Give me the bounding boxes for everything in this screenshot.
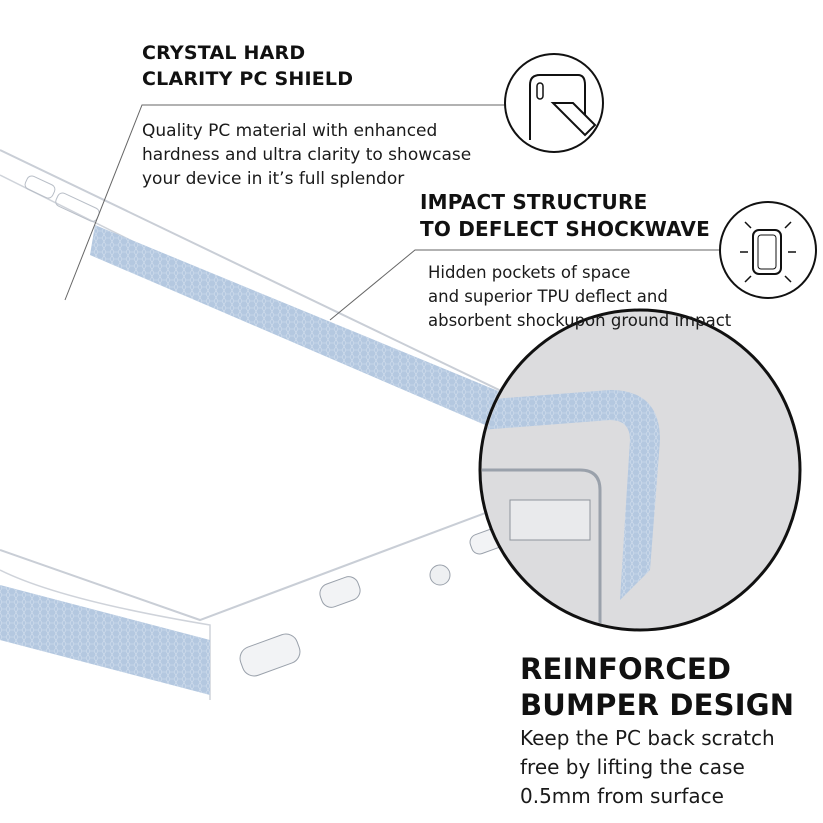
magnified-corner: [478, 308, 802, 632]
title-line: REINFORCED: [520, 652, 732, 686]
phone-touch-icon: [504, 53, 604, 153]
body-line: Hidden pockets of space: [428, 263, 631, 282]
body-line: and superior TPU deflect and: [428, 287, 668, 306]
title-line: TO DEFLECT SHOCKWAVE: [420, 217, 710, 241]
body-line: Keep the PC back scratch: [520, 726, 775, 750]
feature-body-impact-structure: Hidden pockets of space and superior TPU…: [428, 261, 731, 333]
body-line: free by lifting the case: [520, 755, 745, 779]
body-line: Quality PC material with enhanced: [142, 121, 438, 141]
body-line: your device in it’s full splendor: [142, 169, 405, 189]
title-line: IMPACT STRUCTURE: [420, 190, 648, 214]
body-line: 0.5mm from surface: [520, 784, 724, 808]
body-line: hardness and ultra clarity to showcase: [142, 145, 472, 165]
title-line: CRYSTAL HARD: [142, 42, 306, 64]
feature-title-crystal-hard: CRYSTAL HARD CLARITY PC SHIELD: [142, 40, 353, 92]
callout-line-2: [329, 249, 722, 321]
feature-body-reinforced-bumper: Keep the PC back scratch free by lifting…: [520, 724, 775, 811]
title-line: BUMPER DESIGN: [520, 688, 795, 722]
shock-absorb-icon: [719, 201, 817, 299]
title-line: CLARITY PC SHIELD: [142, 68, 354, 90]
feature-title-reinforced-bumper: REINFORCED BUMPER DESIGN: [520, 651, 794, 723]
feature-title-impact-structure: IMPACT STRUCTURE TO DEFLECT SHOCKWAVE: [420, 189, 710, 243]
callout-line-1: [64, 104, 505, 301]
body-line: absorbent shockupon ground impact: [428, 311, 732, 330]
feature-body-crystal-hard: Quality PC material with enhanced hardne…: [142, 119, 471, 191]
